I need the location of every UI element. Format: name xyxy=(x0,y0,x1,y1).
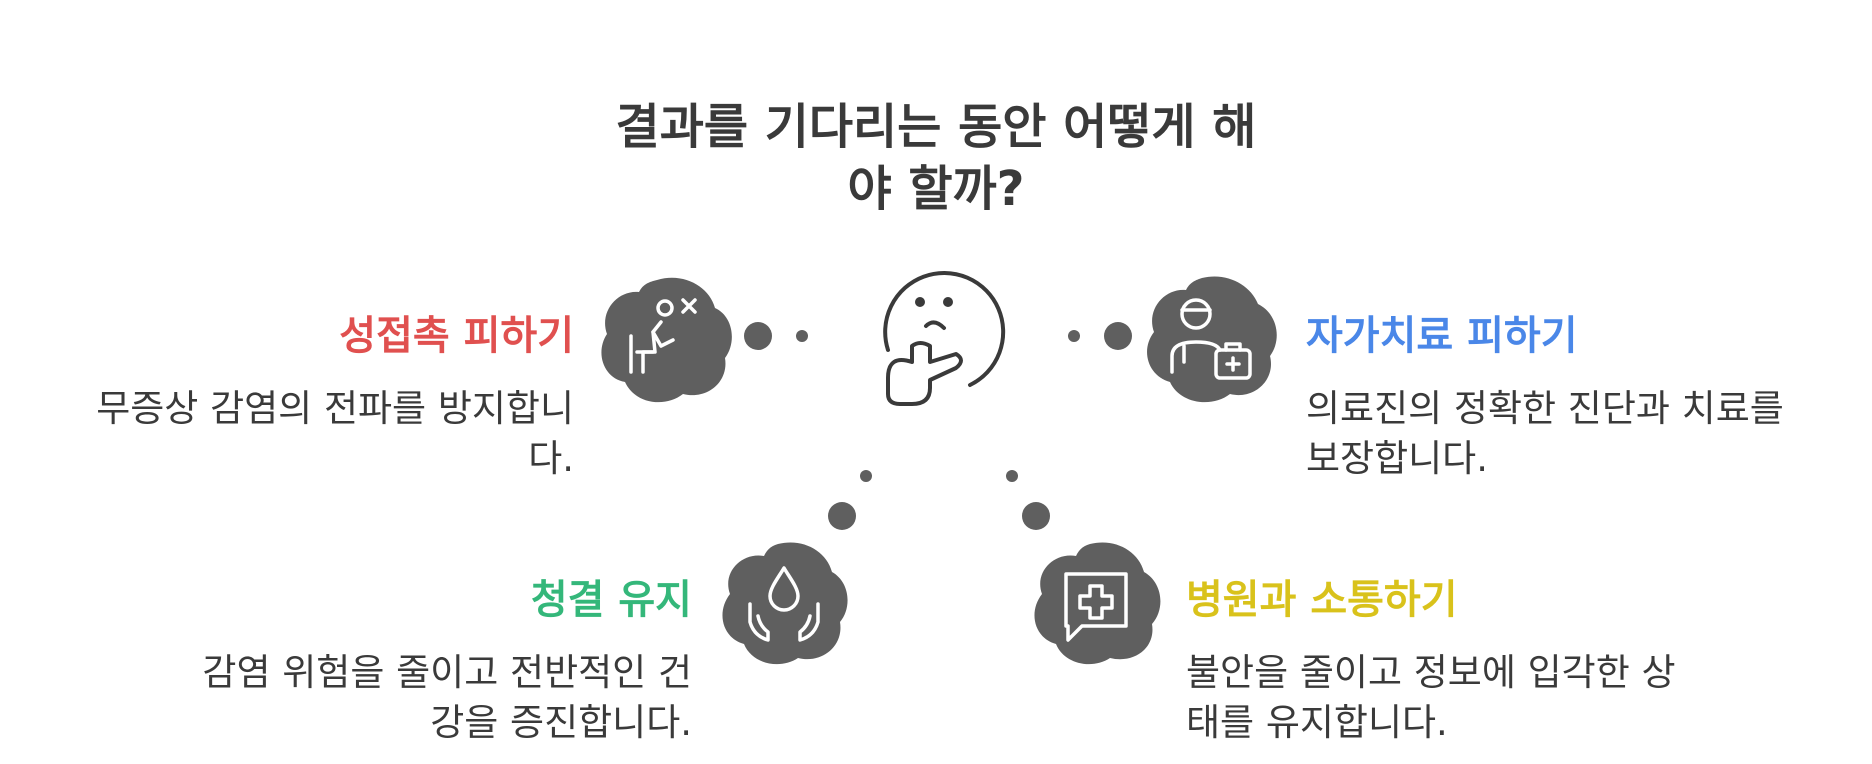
desc-avoid-sexual-contact: 무증상 감염의 전파를 방지합니 다. xyxy=(96,384,574,484)
desc-line: 보장합니다. xyxy=(1306,437,1488,480)
dot-upper-right-small xyxy=(1068,330,1080,342)
title-line-2: 야 할까? xyxy=(847,161,1025,217)
desc-line: 감염 위험을 줄이고 전반적인 건 xyxy=(202,651,692,694)
label-communicate-hospital: 병원과 소통하기 xyxy=(1186,577,1458,623)
label-avoid-self-treatment: 자가치료 피하기 xyxy=(1306,313,1578,359)
thinking-face-icon xyxy=(883,270,1006,406)
dot-lower-right-small xyxy=(1006,470,1018,482)
page-title: 결과를 기다리는 동안 어떻게 해 야 할까? xyxy=(536,96,1336,220)
doctor-medkit-icon xyxy=(1147,276,1277,403)
person-no-contact-icon xyxy=(601,277,732,403)
water-drop-hands-icon xyxy=(722,542,848,665)
desc-keep-clean: 감염 위험을 줄이고 전반적인 건 강을 증진합니다. xyxy=(202,648,692,748)
dot-upper-right-large xyxy=(1104,322,1132,350)
desc-line: 태를 유지합니다. xyxy=(1186,701,1448,744)
dot-lower-right-large xyxy=(1022,502,1050,530)
dot-upper-left-small xyxy=(796,330,808,342)
label-avoid-sexual-contact: 성접촉 피하기 xyxy=(339,313,574,359)
dot-lower-left-large xyxy=(828,502,856,530)
connector-dots xyxy=(744,322,1132,530)
desc-line: 강을 증진합니다. xyxy=(430,701,692,744)
dot-lower-left-small xyxy=(860,470,872,482)
title-line-1: 결과를 기다리는 동안 어떻게 해 xyxy=(615,99,1257,155)
desc-line: 불안을 줄이고 정보에 입각한 상 xyxy=(1186,651,1676,694)
medical-chat-icon xyxy=(1034,542,1161,665)
desc-line: 다. xyxy=(528,437,574,480)
label-keep-clean: 청결 유지 xyxy=(530,577,692,623)
desc-line: 무증상 감염의 전파를 방지합니 xyxy=(96,387,574,430)
dot-upper-left-large xyxy=(744,322,772,350)
desc-avoid-self-treatment: 의료진의 정확한 진단과 치료를 보장합니다. xyxy=(1306,384,1784,484)
desc-line: 의료진의 정확한 진단과 치료를 xyxy=(1306,387,1784,430)
desc-communicate-hospital: 불안을 줄이고 정보에 입각한 상 태를 유지합니다. xyxy=(1186,648,1676,748)
